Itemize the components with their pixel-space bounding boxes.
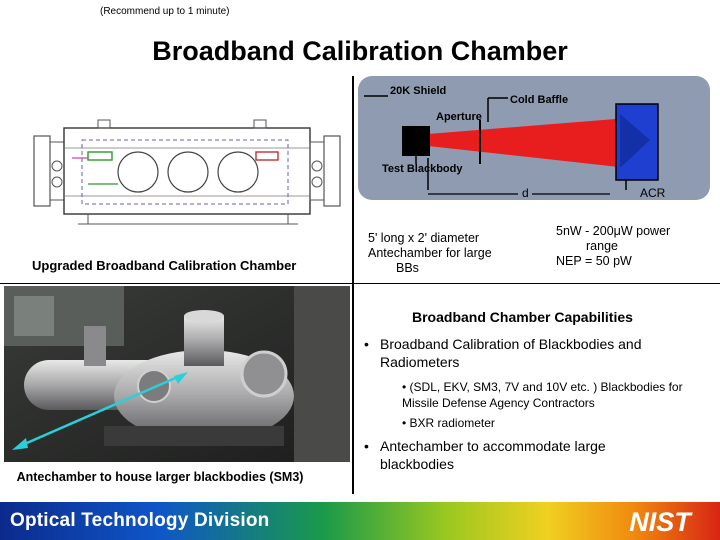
nist-logo-text: NIST bbox=[629, 507, 693, 535]
antechamber-line-2: Antechamber for large bbox=[368, 246, 492, 260]
list-item-text: Antechamber to accommodate large blackbo… bbox=[380, 438, 606, 472]
bullet-icon: • bbox=[402, 380, 410, 394]
antechamber-line-3: BBs bbox=[396, 261, 419, 275]
vertical-divider bbox=[352, 76, 354, 494]
duration-note: (Recommend up to 1 minute) bbox=[100, 6, 230, 17]
distance-label: d bbox=[522, 186, 529, 200]
power-caption: 5nW - 200μW power range NEP = 50 pW bbox=[556, 224, 706, 269]
power-line-3: NEP = 50 pW bbox=[556, 254, 632, 268]
lab-photo bbox=[4, 286, 350, 462]
chamber-drawing bbox=[28, 118, 346, 228]
footer-bar bbox=[0, 502, 720, 540]
antechamber-caption: 5' long x 2' diameter Antechamber for la… bbox=[368, 231, 518, 276]
optical-schematic: 20K Shield Cold Baffle Aperture Test Bla… bbox=[358, 76, 710, 200]
page-title: Broadband Calibration Chamber bbox=[152, 36, 568, 66]
distance-line bbox=[428, 193, 610, 195]
sub-item: • BXR radiometer bbox=[402, 416, 718, 432]
power-line-2: range bbox=[586, 239, 618, 253]
bullet-icon: • bbox=[364, 336, 369, 352]
sub-item-text: (SDL, EKV, SM3, 7V and 10V etc. ) Blackb… bbox=[402, 380, 683, 410]
power-line-1: 5nW - 200μW power bbox=[556, 224, 671, 238]
photo-caption: Antechamber to house larger blackbodies … bbox=[16, 470, 304, 484]
shield-label: 20K Shield bbox=[390, 85, 447, 97]
list-item: • Antechamber to accommodate large black… bbox=[364, 438, 664, 473]
baffle-label: Cold Baffle bbox=[510, 94, 569, 106]
chamber-caption: Upgraded Broadband Calibration Chamber bbox=[32, 258, 297, 273]
sub-item: • (SDL, EKV, SM3, 7V and 10V etc. ) Blac… bbox=[402, 380, 718, 411]
sub-item-text: BXR radiometer bbox=[409, 416, 495, 430]
division-name: Optical Technology Division bbox=[10, 510, 270, 531]
antechamber-line-1: 5' long x 2' diameter bbox=[368, 231, 480, 245]
bullet-icon: • bbox=[364, 438, 369, 454]
horizontal-divider bbox=[0, 283, 720, 284]
list-item-text: Broadband Calibration of Blackbodies and… bbox=[380, 336, 642, 370]
blackbody-label: Test Blackbody bbox=[382, 163, 463, 175]
aperture-label: Aperture bbox=[436, 111, 482, 123]
acr-label: ACR bbox=[640, 186, 666, 200]
nist-logo: NIST bbox=[629, 507, 693, 535]
capabilities-title: Broadband Chamber Capabilities bbox=[412, 309, 633, 325]
list-item: • Broadband Calibration of Blackbodies a… bbox=[364, 336, 694, 371]
beam-diagram bbox=[364, 95, 659, 190]
bullet-icon: • bbox=[402, 416, 410, 430]
